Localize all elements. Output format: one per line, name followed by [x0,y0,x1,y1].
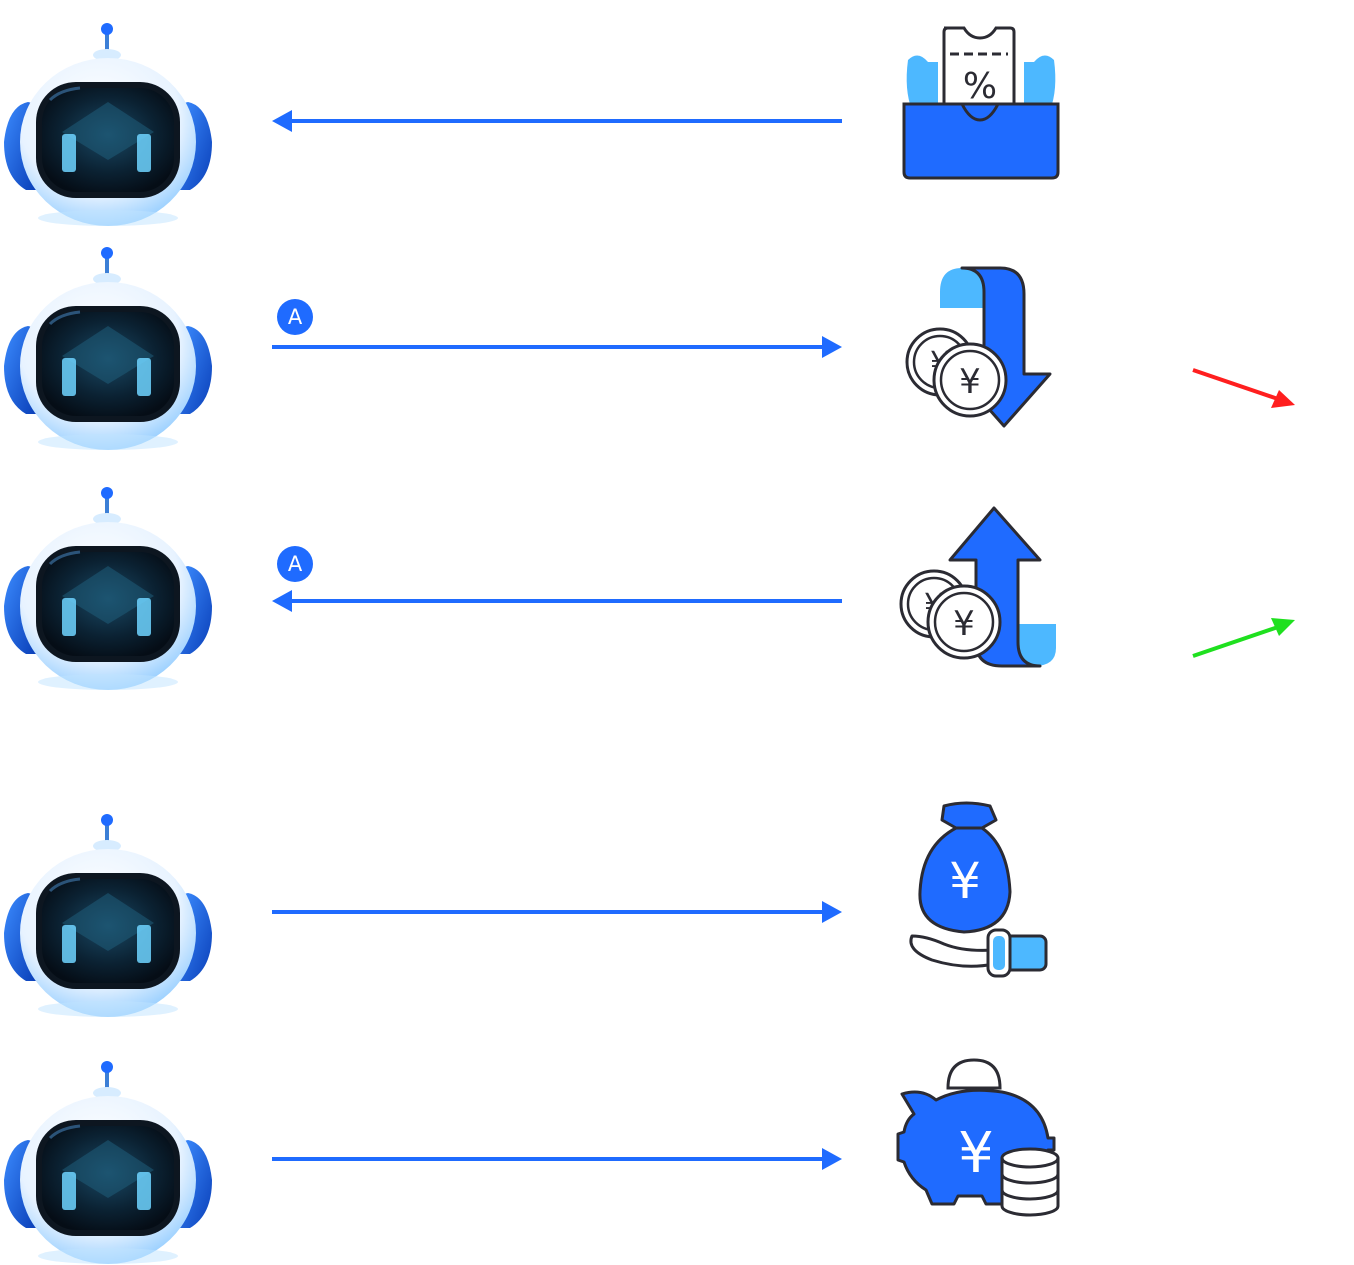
trend-down-arrow [1192,368,1295,408]
robot-icon [0,1060,216,1265]
arrow-right [272,336,842,358]
arrow-left [272,110,842,132]
svg-text:%: % [963,66,997,107]
svg-text:¥: ¥ [949,852,981,910]
svg-text:¥: ¥ [953,604,975,644]
badge-a: A [277,299,313,335]
money-bag-hand-icon: ¥ [909,801,1048,978]
badge-a: A [277,546,313,582]
money-down-icon: ¥ ¥ [905,266,1052,428]
robot-icon [0,813,216,1018]
svg-text:¥: ¥ [959,362,981,402]
arrow-right [272,901,842,923]
money-up-icon: ¥ ¥ [899,506,1056,668]
robot-icon [0,246,216,451]
robot-icon [0,486,216,691]
svg-text:¥: ¥ [958,1121,994,1186]
robot-icon [0,22,216,227]
piggy-bank-icon: ¥ [896,1058,1060,1217]
coupon-box-icon: % [902,26,1060,180]
trend-up-arrow [1192,618,1295,658]
arrow-left [272,590,842,612]
arrow-right [272,1148,842,1170]
